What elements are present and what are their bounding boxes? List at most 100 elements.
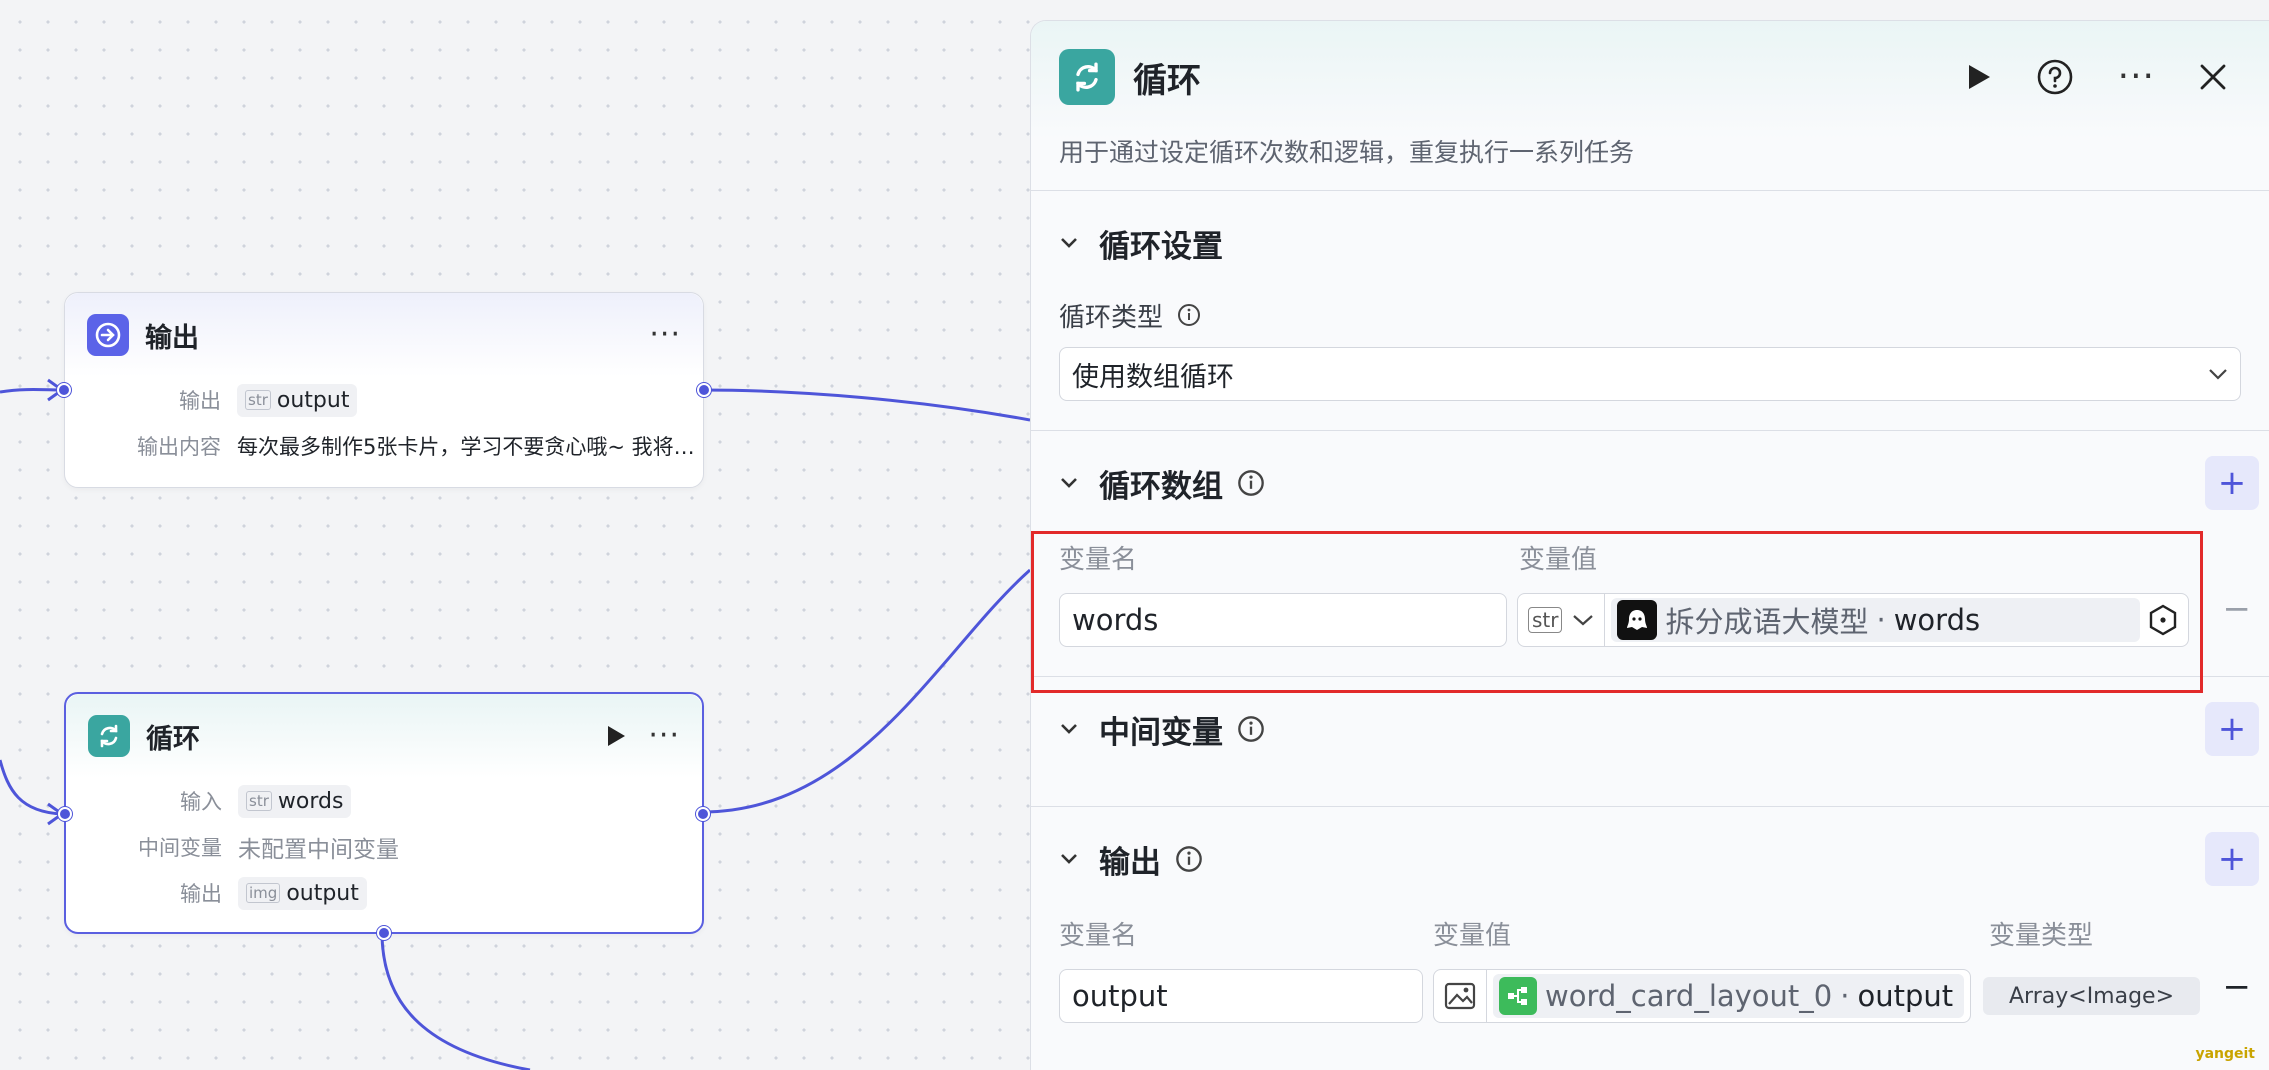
output-node-row-output: 输出 str output (65, 377, 703, 423)
info-icon[interactable] (1177, 303, 1201, 327)
input-value: output (1072, 979, 1168, 1013)
input-port[interactable] (57, 383, 71, 397)
variable-name: words (277, 788, 344, 814)
separator: · (1876, 603, 1886, 637)
output-node[interactable]: 输出 ··· 输出 str output 输出内容 每次最多制作5张卡片，学习不… (57, 292, 711, 488)
section-loop-array: 循环数组 + 变量名 变量值 words str 拆分成语大模型 (1031, 431, 2269, 677)
section-title: 中间变量 (1099, 714, 1223, 751)
type-selector[interactable] (1434, 970, 1487, 1022)
image-icon (1444, 982, 1476, 1010)
loop-body-port[interactable] (377, 926, 391, 940)
section-header[interactable]: 循环设置 (1059, 191, 2241, 295)
run-icon[interactable] (1966, 63, 1992, 91)
label-text: 循环类型 (1059, 302, 1164, 333)
panel-title: 循环 (1133, 60, 1201, 101)
source-node-name: 拆分成语大模型 (1665, 605, 1869, 639)
add-loop-array-button[interactable]: + (2205, 456, 2259, 510)
output-content-text: 每次最多制作5张卡片，学习不要贪心哦~ 我将… (237, 435, 695, 459)
variable-value-reference[interactable]: str 拆分成语大模型 · words (1517, 593, 2189, 647)
variable-tag: str output (237, 383, 358, 417)
edge-into-output[interactable] (0, 388, 63, 394)
add-output-button[interactable]: + (2205, 832, 2259, 886)
llm-node-icon (1617, 600, 1658, 640)
reference-chip[interactable]: word_card_layout_0 · output (1493, 974, 1964, 1018)
chevron-down-icon (2209, 369, 2227, 380)
remove-row-button[interactable]: − (2222, 589, 2252, 629)
column-headers: 变量名 变量值 (1059, 535, 2241, 579)
variable-name: output (286, 880, 359, 906)
input-value: words (1072, 603, 1159, 637)
output-name-input[interactable]: output (1059, 969, 1423, 1023)
output-port[interactable] (696, 807, 710, 821)
type-tag: str (245, 390, 271, 410)
input-port[interactable] (58, 807, 72, 821)
row-label: 输入 (180, 790, 222, 814)
workflow-canvas[interactable]: 输出 ··· 输出 str output 输出内容 每次最多制作5张卡片，学习不… (0, 0, 1030, 1070)
help-icon[interactable] (2036, 58, 2074, 96)
col-type: 变量类型 (1989, 920, 2094, 951)
section-loop-settings: 循环设置 循环类型 使用数组循环 (1031, 191, 2269, 431)
type-tag: str (246, 791, 272, 811)
row-label: 中间变量 (138, 836, 222, 860)
chevron-down-icon[interactable] (1059, 233, 1079, 253)
mid-variable-empty: 未配置中间变量 (238, 837, 399, 863)
type-tag: str (1528, 607, 1563, 633)
loop-array-row: words str 拆分成语大模型 · words (1059, 593, 2241, 647)
chevron-down-icon[interactable] (1059, 849, 1079, 869)
source-variable: output (1857, 979, 1954, 1013)
edge-loop-to-panel[interactable] (701, 568, 1030, 814)
col-name: 变量名 (1059, 920, 1138, 951)
variable-tag: str words (238, 784, 352, 818)
chevron-down-icon[interactable] (1059, 719, 1079, 739)
col-value: 变量值 (1433, 920, 1512, 951)
chevron-down-icon[interactable] (1059, 473, 1079, 493)
section-intermediate-variables: 中间变量 + (1031, 677, 2269, 807)
source-node-name: word_card_layout_0 (1545, 979, 1833, 1013)
watermark: yangeit (2195, 1046, 2255, 1062)
output-value-reference[interactable]: word_card_layout_0 · output (1433, 969, 1971, 1023)
plugin-node-icon (1499, 977, 1537, 1015)
variable-name-input[interactable]: words (1059, 593, 1507, 647)
section-header[interactable]: 循环数组 (1059, 431, 2241, 535)
source-variable: words (1893, 603, 1981, 637)
loop-type-select[interactable]: 使用数组循环 (1059, 347, 2241, 401)
loop-node-title: 循环 (146, 723, 200, 755)
separator: · (1840, 979, 1850, 1013)
variable-picker-icon[interactable] (2146, 603, 2180, 637)
section-title: 输出 (1099, 844, 1161, 881)
loop-node[interactable]: 循环 ··· 输入 str words 中间变量 未配置中间变量 输出 img … (58, 692, 710, 940)
row-label: 输出内容 (137, 435, 221, 459)
output-port[interactable] (697, 383, 711, 397)
info-icon[interactable] (1237, 469, 1265, 497)
more-icon[interactable]: ··· (649, 317, 681, 352)
section-output: 输出 + 变量名 变量值 变量类型 output word_card_layo (1031, 807, 2269, 1067)
more-icon[interactable]: ··· (2117, 56, 2155, 97)
info-icon[interactable] (1237, 715, 1265, 743)
type-selector[interactable]: str (1518, 594, 1606, 646)
info-icon[interactable] (1175, 845, 1203, 873)
edge-loop-bottom[interactable] (380, 931, 531, 1070)
variable-tag: img output (238, 876, 367, 910)
section-header[interactable]: 输出 (1059, 807, 2241, 911)
edge-into-loop[interactable] (0, 759, 63, 816)
close-icon[interactable] (2199, 63, 2227, 91)
panel-description: 用于通过设定循环次数和逻辑，重复执行一系列任务 (1059, 138, 1635, 167)
output-row: output word_card_layout_0 · output Array… (1059, 969, 2241, 1023)
more-icon[interactable]: ··· (648, 718, 680, 753)
variable-type-badge: Array<Image> (1983, 977, 2201, 1015)
loop-node-header: 循环 ··· (66, 694, 702, 778)
run-icon[interactable] (606, 725, 626, 747)
row-label: 输出 (179, 389, 221, 413)
row-label: 输出 (180, 882, 222, 906)
reference-chip[interactable]: 拆分成语大模型 · words (1611, 598, 2140, 642)
node-settings-panel: 循环 ··· 用于通过设定循环次数和逻辑，重复执行一系列任务 循环设置 循环类型… (1030, 20, 2269, 1070)
section-header[interactable]: 中间变量 (1059, 677, 2241, 781)
loop-icon (1059, 49, 1115, 105)
add-intermediate-variable-button[interactable]: + (2205, 702, 2259, 756)
type-tag: img (246, 883, 281, 903)
edge-output-to-panel[interactable] (701, 388, 1030, 422)
remove-row-button[interactable]: − (2222, 967, 2252, 1007)
loop-node-row-output: 输出 img output (66, 870, 702, 916)
variable-name: output (276, 387, 350, 413)
column-headers: 变量名 变量值 变量类型 (1059, 911, 2241, 955)
